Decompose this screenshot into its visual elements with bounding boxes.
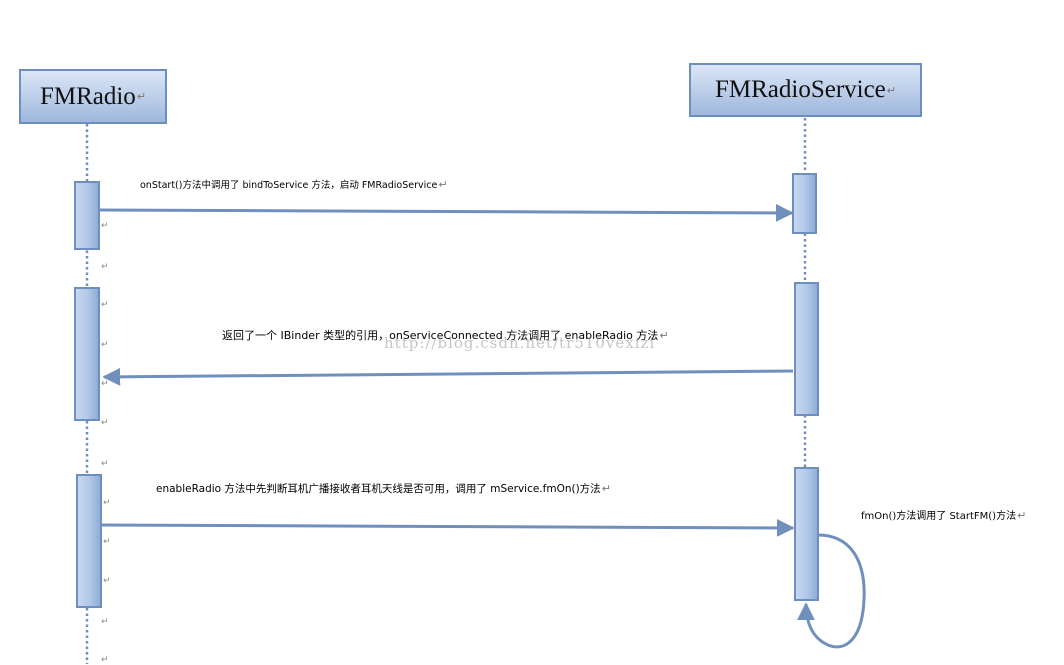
message-arrow-2 <box>102 367 794 386</box>
paragraph-mark: ↵ <box>101 418 109 428</box>
watermark: http://blog.csdn.net/tr510vexizi <box>384 334 656 352</box>
activation-left-2 <box>74 287 100 421</box>
message-label-1: onStart()方法中调用了 bindToService 方法，启动 FMRa… <box>140 178 448 191</box>
paragraph-mark: ↵ <box>101 655 109 665</box>
paragraph-mark: ↵ <box>103 537 111 547</box>
paragraph-mark: ↵ <box>101 379 109 389</box>
actor-fmradio: FMRadio↵ <box>19 69 167 124</box>
message-label-4: fmOn()方法调用了 StartFM()方法↵ <box>861 509 1027 522</box>
message-label-2: 返回了一个 IBinder 类型的引用，onServiceConnected 方… <box>222 329 669 342</box>
paragraph-mark: ↵ <box>101 340 109 350</box>
activation-right-1 <box>792 173 817 234</box>
paragraph-mark: ↵ <box>101 262 109 272</box>
paragraph-mark: ↵ <box>101 300 109 310</box>
activation-right-3 <box>794 467 819 601</box>
actor-fmradio-label: FMRadio <box>39 82 136 110</box>
paragraph-mark: ↵ <box>101 617 109 627</box>
message-label-3: enableRadio 方法中先判断耳机广播接收者耳机天线是否可用，调用了 mS… <box>156 482 611 495</box>
activation-right-2 <box>794 282 819 416</box>
activation-left-1 <box>74 181 100 250</box>
self-call-loop <box>797 533 866 649</box>
message-arrow-3 <box>100 518 795 537</box>
paragraph-mark: ↵ <box>103 498 111 508</box>
actor-fmradioservice: FMRadioService↵ <box>689 63 922 117</box>
paragraph-mark: ↵ <box>101 221 109 231</box>
message-arrow-1 <box>98 203 794 222</box>
actor-fmradioservice-label: FMRadioService <box>714 76 886 103</box>
paragraph-mark: ↵ <box>103 576 111 586</box>
paragraph-mark: ↵ <box>101 459 109 469</box>
activation-left-3 <box>76 474 102 608</box>
